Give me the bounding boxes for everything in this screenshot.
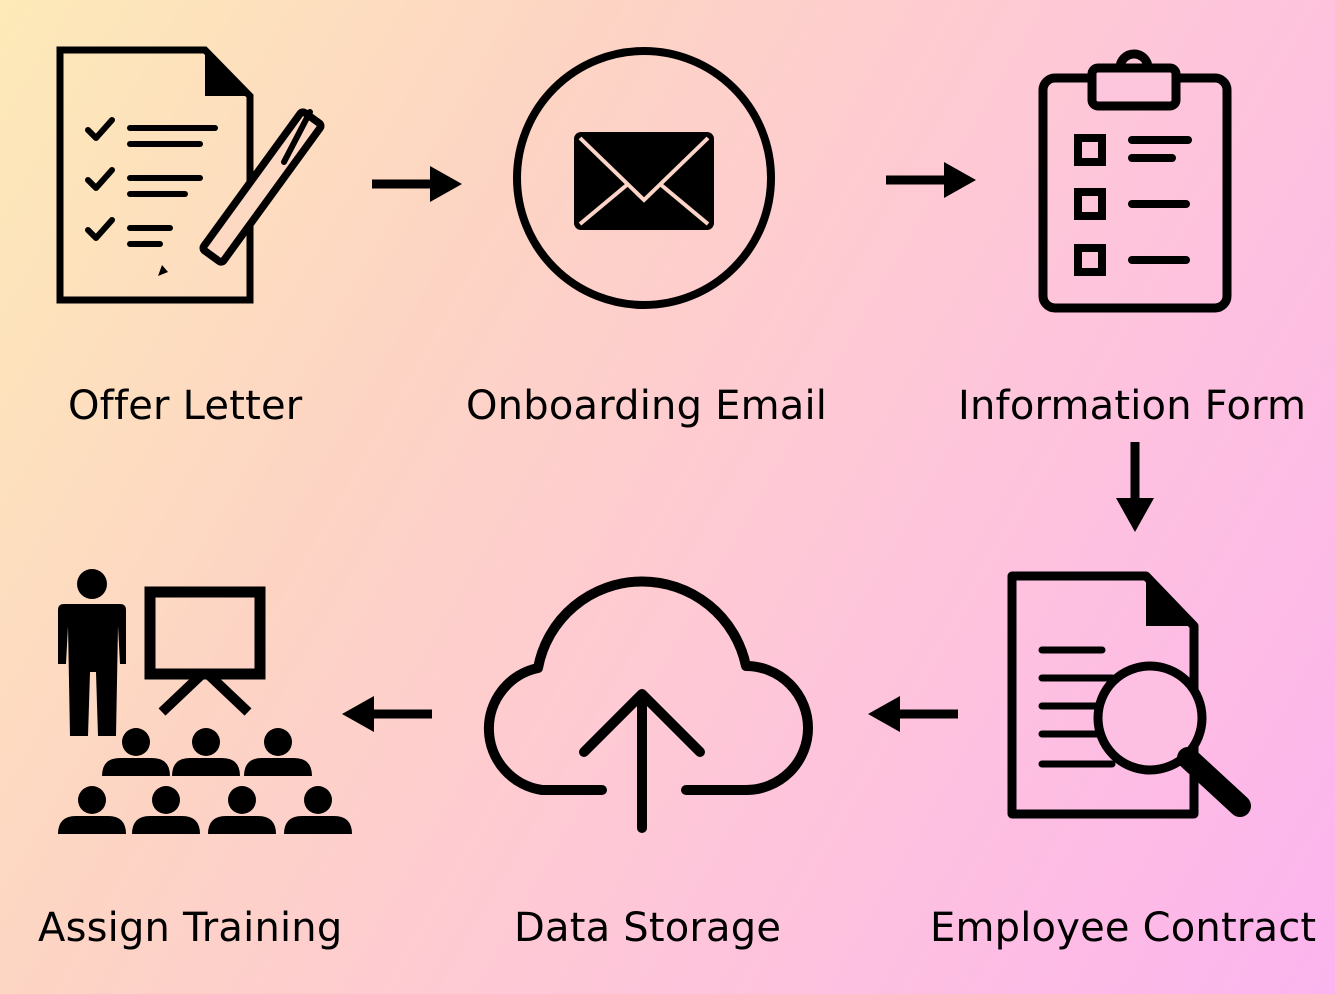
envelope-icon: [510, 42, 782, 314]
document-pen-icon: [50, 40, 330, 320]
step-label-onboarding-email: Onboarding Email: [466, 383, 828, 429]
document-search-icon: [1000, 568, 1260, 828]
arrow-right-icon: [882, 158, 982, 206]
step-label-assign-training: Assign Training: [38, 905, 343, 951]
presentation-audience-icon: [50, 566, 360, 840]
step-label-data-storage: Data Storage: [514, 905, 782, 951]
arrow-right-icon: [368, 162, 468, 210]
arrow-left-icon: [862, 692, 962, 740]
clipboard-checklist-icon: [1036, 44, 1236, 316]
cloud-upload-icon: [470, 568, 816, 838]
step-label-employee-contract: Employee Contract: [930, 905, 1317, 951]
arrow-left-icon: [336, 692, 436, 740]
step-label-offer-letter: Offer Letter: [68, 383, 303, 429]
arrow-down-icon: [1112, 440, 1158, 540]
step-label-information-form: Information Form: [958, 383, 1307, 429]
